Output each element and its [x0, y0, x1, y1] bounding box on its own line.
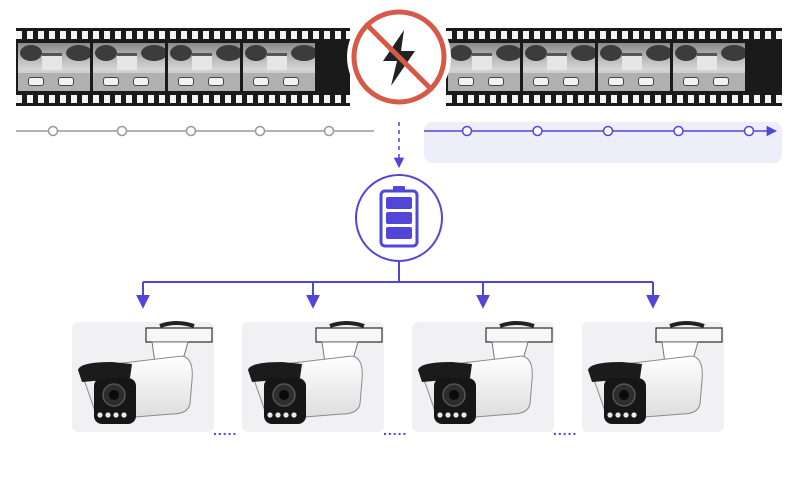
film-frame — [523, 43, 595, 91]
camera-row — [72, 321, 724, 432]
timeline-node — [47, 125, 59, 137]
bullet-camera-icon — [412, 321, 554, 432]
filmstrip-left — [16, 28, 350, 106]
film-frames — [16, 43, 350, 91]
camera-ir-led — [275, 412, 281, 418]
film-perforations-top — [446, 31, 782, 39]
camera-ir-led — [291, 412, 297, 418]
film-perforations-top — [16, 31, 350, 39]
recording-highlight-band — [424, 122, 782, 163]
timeline-node — [116, 125, 128, 137]
timeline-node — [532, 125, 543, 137]
camera-ir-led — [267, 412, 273, 418]
camera-ir-led — [113, 412, 119, 418]
film-frame — [673, 43, 745, 91]
camera-separator: ..... — [383, 422, 408, 438]
timeline-node — [673, 125, 684, 137]
camera-separator: ..... — [213, 422, 238, 438]
camera-ir-led — [105, 412, 111, 418]
camera-ir-led — [283, 412, 289, 418]
camera-mount-plate — [485, 327, 553, 343]
camera-ir-led — [631, 412, 637, 418]
camera-ir-led — [615, 412, 621, 418]
timeline-node — [254, 125, 266, 137]
no-power-icon — [347, 5, 451, 109]
film-frame — [168, 43, 240, 91]
camera-lens-core — [279, 390, 289, 400]
film-perforations-bottom — [446, 95, 782, 103]
timeline-node — [323, 125, 335, 137]
camera-hood — [588, 362, 642, 382]
bullet-camera-icon — [72, 321, 214, 432]
camera-hood — [78, 362, 132, 382]
camera-ir-led — [461, 412, 467, 418]
film-perforations-bottom — [16, 95, 350, 103]
camera-ir-led — [607, 412, 613, 418]
camera-mount-top — [499, 321, 535, 328]
timeline-nodes-left — [47, 125, 335, 137]
film-frame — [93, 43, 165, 91]
camera-ir-led — [445, 412, 451, 418]
camera-ir-led — [437, 412, 443, 418]
timeline-nodes-right — [461, 125, 755, 137]
timeline-node — [602, 125, 614, 137]
timeline-node — [461, 125, 473, 137]
camera-mount-plate — [145, 327, 213, 343]
battery-icon — [355, 174, 443, 262]
camera-mount-plate — [655, 327, 723, 343]
film-frame — [448, 43, 520, 91]
camera-hood — [418, 362, 472, 382]
timeline-node — [743, 125, 755, 137]
film-frame — [243, 43, 315, 91]
bullet-camera-icon — [242, 321, 384, 432]
camera-ir-led — [121, 412, 127, 418]
film-frames — [446, 43, 782, 91]
film-frame — [18, 43, 90, 91]
camera-separator: ..... — [553, 422, 578, 438]
camera-hood — [248, 362, 302, 382]
camera-ir-led — [623, 412, 629, 418]
camera-mount-top — [159, 321, 195, 328]
camera-ir-led — [453, 412, 459, 418]
bullet-camera-icon — [582, 321, 724, 432]
camera-lens-core — [449, 390, 459, 400]
film-frame — [598, 43, 670, 91]
distribution-arrows — [136, 282, 660, 309]
camera-mount-plate — [315, 327, 383, 343]
camera-lens-core — [619, 390, 629, 400]
filmstrip-right — [446, 28, 782, 106]
camera-lens-core — [109, 390, 119, 400]
camera-ir-led — [97, 412, 103, 418]
camera-mount-top — [329, 321, 365, 328]
timeline-node — [185, 125, 197, 137]
camera-mount-top — [669, 321, 705, 328]
